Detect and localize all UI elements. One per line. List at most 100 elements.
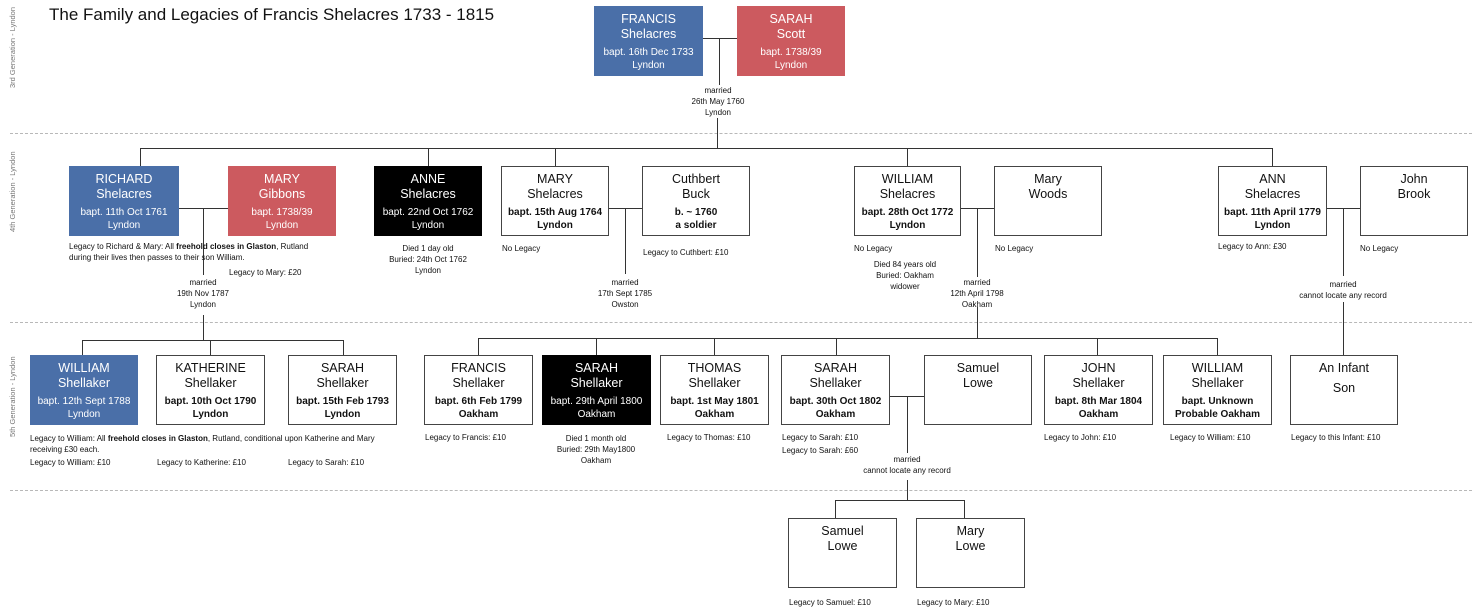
person-mary-woods[interactable]: Mary Woods [994,166,1102,236]
sibling-bar-william [478,338,1218,339]
legacy-note-john-brook: No Legacy [1360,244,1399,253]
last-name: Brook [1397,187,1431,201]
last-name: Lowe [963,376,993,390]
place: Lyndon [411,220,445,231]
descent-line [1097,338,1098,355]
first-name: ANNE [410,172,446,186]
legacy-note-ann: Legacy to Ann: £30 [1218,242,1287,251]
person-cuthbert-buck[interactable]: Cuthbert Buck b. ~ 1760 a soldier [642,166,750,236]
legacy-note-john: Legacy to John: £10 [1044,433,1117,442]
place: Lyndon [324,409,361,420]
first-name: THOMAS [687,361,742,375]
first-name: WILLIAM [58,361,110,375]
person-infant-son[interactable]: An Infant Son [1290,355,1398,425]
descent-line [210,340,211,355]
legacy-note-mary-shelacres: No Legacy [502,244,541,253]
baptism: bapt. 28th Oct 1772 [861,207,954,218]
first-name: Cuthbert [672,172,720,186]
first-name: MARY [264,172,300,186]
first-name: WILLIAM [1191,361,1244,375]
last-name: Woods [1028,187,1068,201]
baptism: bapt. 1st May 1801 [670,396,759,407]
person-mary-gibbons[interactable]: MARY Gibbons bapt. 1738/39 Lyndon [228,166,336,236]
last-name: Shellaker [452,376,505,390]
descent-line [907,480,908,500]
marriage-drop-line [907,396,908,453]
person-anne-shelacres[interactable]: ANNE Shelacres bapt. 22nd Oct 1762 Lyndo… [374,166,482,236]
first-name: An Infant [1318,361,1370,375]
last-name: Shellaker [1191,376,1244,390]
place: Lyndon [1254,220,1291,231]
person-mary-shelacres[interactable]: MARY Shelacres bapt. 15th Aug 1764 Lyndo… [501,166,609,236]
baptism: bapt. 15th Feb 1793 [296,396,389,407]
legacy-note-thomas: Legacy to Thomas: £10 [667,433,751,442]
first-name: MARY [537,172,573,186]
person-john-brook[interactable]: John Brook [1360,166,1468,236]
legacy-note-mary-lowe: Legacy to Mary: £10 [917,598,990,607]
last-name: Shellaker [184,376,237,390]
person-samuel-lowe[interactable]: Samuel Lowe [924,355,1032,425]
baptism: bapt. 1738/39 [760,47,822,58]
person-francis-shellaker[interactable]: FRANCIS Shellaker bapt. 6th Feb 1799 Oak… [424,355,533,425]
first-name: Mary [956,524,985,538]
place: Oakham [458,409,499,420]
last-name: Shelacres [1244,187,1301,201]
person-thomas-shellaker[interactable]: THOMAS Shellaker bapt. 1st May 1801 Oakh… [660,355,769,425]
legacy-note-infant: Legacy to this Infant: £10 [1291,433,1381,442]
place: Lyndon [632,60,665,71]
marriage-line [703,38,737,39]
legacy-note-william: Legacy to William: £10 [30,458,111,467]
descent-line [555,148,556,166]
last-name: Scott [776,27,806,41]
baptism: bapt. 30th Oct 1802 [789,396,882,407]
legacy-note-mary-woods: No Legacy [995,244,1034,253]
baptism: bapt. Unknown [1181,396,1254,407]
person-richard-shelacres[interactable]: RICHARD Shelacres bapt. 11th Oct 1761 Ly… [69,166,179,236]
descent-line [82,340,83,355]
baptism: bapt. 6th Feb 1799 [434,396,523,407]
descent-line [343,340,344,355]
legacy-note-francis: Legacy to Francis: £10 [425,433,506,442]
first-name: SARAH [574,361,619,375]
last-name: Shellaker [57,376,111,390]
first-name: KATHERINE [175,361,246,375]
person-francis-shelacres[interactable]: FRANCIS Shelacres bapt. 16th Dec 1733 Ly… [594,6,703,76]
last-name: Shellaker [1072,376,1125,390]
first-name: SARAH [320,361,365,375]
first-name: SARAH [813,361,858,375]
first-name: ANN [1259,172,1286,186]
legacy-note-samuel: Legacy to Samuel: £10 [789,598,871,607]
legacy-note-william-unknown: Legacy to William: £10 [1170,433,1251,442]
marriage-drop-line [1343,208,1344,276]
person-ann-shelacres[interactable]: ANN Shelacres bapt. 11th April 1779 Lynd… [1218,166,1327,236]
last-name: Buck [682,187,710,201]
place: Lyndon [67,409,101,420]
person-sarah-scott[interactable]: SARAH Scott bapt. 1738/39 Lyndon [737,6,845,76]
last-name: Shelacres [527,187,583,201]
person-william-shellaker[interactable]: WILLIAM Shellaker bapt. 12th Sept 1788 L… [30,355,138,425]
place: Oakham [1078,409,1119,420]
person-katherine-shellaker[interactable]: KATHERINE Shellaker bapt. 10th Oct 1790 … [156,355,265,425]
person-sarah-shellaker-1800[interactable]: SARAH Shellaker bapt. 29th April 1800 Oa… [542,355,651,425]
sibling-bar-gen4 [140,148,1273,149]
marriage-drop-line [625,208,626,274]
birth: b. ~ 1760 [674,207,718,218]
baptism: bapt. 1738/39 [251,207,313,218]
person-john-shellaker[interactable]: JOHN Shellaker bapt. 8th Mar 1804 Oakham [1044,355,1153,425]
person-sarah-shellaker-1802[interactable]: SARAH Shellaker bapt. 30th Oct 1802 Oakh… [781,355,890,425]
descent-line [1272,148,1273,166]
person-samuel-lowe-jr[interactable]: Samuel Lowe [788,518,897,588]
person-sarah-shellaker-1793[interactable]: SARAH Shellaker bapt. 15th Feb 1793 Lynd… [288,355,397,425]
last-name: Shelacres [879,187,936,201]
person-mary-lowe[interactable]: Mary Lowe [916,518,1025,588]
descent-line [1217,338,1218,355]
descent-line [203,315,204,340]
page-title: The Family and Legacies of Francis Shela… [49,5,495,24]
person-william-shelacres[interactable]: WILLIAM Shelacres bapt. 28th Oct 1772 Ly… [854,166,961,236]
place: Oakham [815,409,856,420]
person-william-shellaker-unknown[interactable]: WILLIAM Shellaker bapt. Unknown Probable… [1163,355,1272,425]
first-name: Samuel [956,361,1000,375]
descent-line [717,118,718,148]
